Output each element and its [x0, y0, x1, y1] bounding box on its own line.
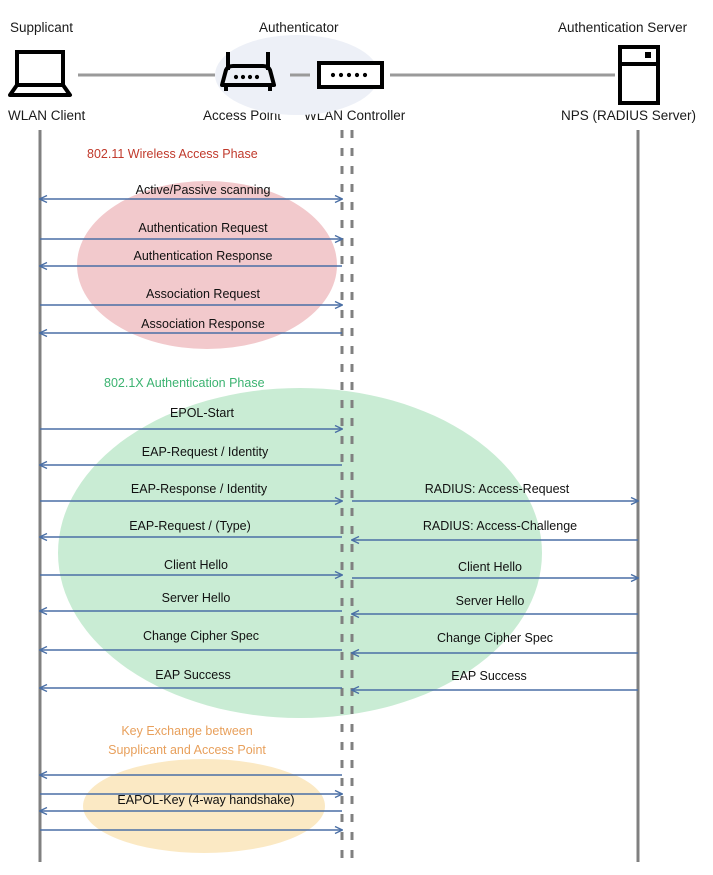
actor-device-nps-radius-server: NPS (RADIUS Server)	[561, 108, 697, 123]
actor-device-wlan-client: WLAN Client	[8, 108, 86, 123]
actor-device-access-point: Access Point	[203, 108, 282, 123]
phase-ellipse-dot1x	[58, 388, 542, 718]
phase-title-key-exchange-line2: Supplicant and Access Point	[108, 743, 266, 757]
message-label: EPOL-Start	[170, 406, 234, 420]
message-label: EAP-Request / (Type)	[129, 519, 251, 533]
message-label: EAP-Response / Identity	[130, 482, 268, 496]
message-label: Association Response	[141, 317, 265, 331]
server-tower-icon	[618, 45, 660, 105]
message-label: EAP Success	[451, 669, 527, 683]
actor-role-authentication-server: Authentication Server	[558, 20, 688, 35]
actor-role-authenticator: Authenticator	[259, 20, 339, 35]
phase-title-wireless-access: 802.11 Wireless Access Phase	[87, 147, 258, 161]
phase-title-dot1x: 802.1X Authentication Phase	[104, 376, 265, 390]
message-label: Change Cipher Spec	[142, 629, 260, 643]
wireless-router-icon	[220, 52, 276, 91]
message-label: Server Hello	[161, 591, 231, 605]
message-label: Client Hello	[164, 558, 228, 572]
phase-ellipse-wireless-access	[77, 181, 337, 349]
message-label: Authentication Response	[133, 249, 273, 263]
phase-1-arrows	[40, 199, 342, 333]
network-controller-icon	[317, 61, 384, 89]
phase-2-arrows	[40, 429, 638, 690]
phase-3-arrows	[40, 775, 342, 830]
message-label: Association Request	[146, 287, 260, 301]
actor-role-supplicant: Supplicant	[10, 20, 74, 35]
message-label: Client Hello	[458, 560, 522, 574]
message-label: EAPOL-Key (4-way handshake)	[117, 793, 295, 807]
message-label: Change Cipher Spec	[436, 631, 554, 645]
message-label: Authentication Request	[138, 221, 268, 235]
message-label: Active/Passive scanning	[135, 183, 271, 197]
message-label: EAP-Request / Identity	[141, 445, 269, 459]
message-label: EAP Success	[155, 668, 231, 682]
message-label: RADIUS: Access-Request	[424, 482, 570, 496]
phase-title-key-exchange-line1: Key Exchange between	[121, 724, 253, 738]
laptop-icon	[8, 50, 72, 97]
message-label: RADIUS: Access-Challenge	[422, 519, 578, 533]
phase-title-key-exchange: Key Exchange between Supplicant and Acce…	[97, 722, 277, 760]
message-label: Server Hello	[455, 594, 525, 608]
